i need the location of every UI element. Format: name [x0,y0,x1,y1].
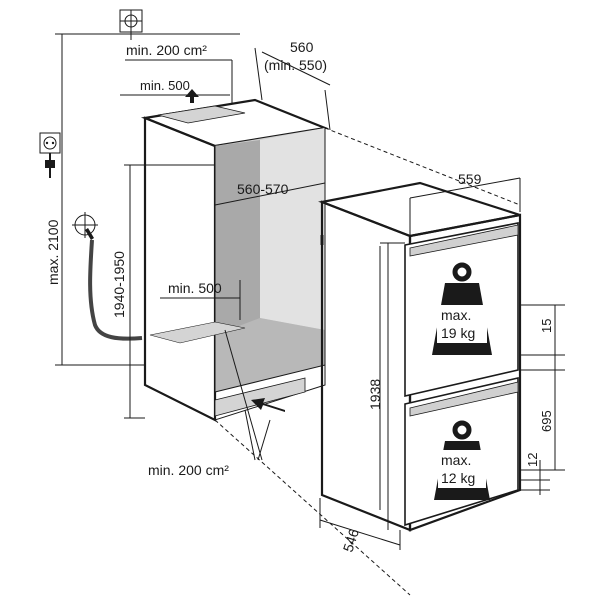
water-connection-icon [119,9,143,33]
dim-695-label: 695 [539,410,554,432]
appliance-width-label: 559 [458,171,482,187]
top-depth-label: 560 [290,39,314,55]
max-height-label: max. 2100 [45,219,61,285]
top-vent-label: min. 200 cm² [126,42,207,58]
power-socket-icon [39,132,61,154]
appliance [318,181,522,532]
lower-weight-max: max. [441,452,471,468]
niche-width-label: 560-570 [237,181,289,197]
upper-weight-icon: max. 19 kg [432,262,492,355]
bottom-rear-vent [149,321,246,344]
air-out-arrow-icon [185,89,199,103]
water-tap-icon [72,212,98,240]
lower-weight-icon: max. 12 kg [434,420,490,500]
plug-icon [45,153,55,178]
upper-weight-max: max. [441,307,471,323]
top-depth-min-label: (min. 550) [264,57,327,73]
appliance-depth-label: 546 [340,527,363,554]
top-vent-opening [157,105,246,124]
appliance-height-label: 1938 [367,379,383,410]
bottom-vent-label: min. 200 cm² [148,462,229,478]
top-gap-label: min. 500 [140,78,190,93]
bottom-front-vent [214,377,306,417]
niche-cabinet [140,98,521,596]
lower-weight-value: 12 kg [441,470,475,486]
upper-weight-value: 19 kg [441,325,475,341]
dim-15-label: 15 [539,319,554,333]
dim-12-label: 12 [525,453,540,467]
air-in-arrow-icon [251,398,285,412]
niche-height-label: 1940-1950 [111,251,127,318]
water-hose [88,239,143,341]
bottom-gap-label: min. 500 [168,280,222,296]
